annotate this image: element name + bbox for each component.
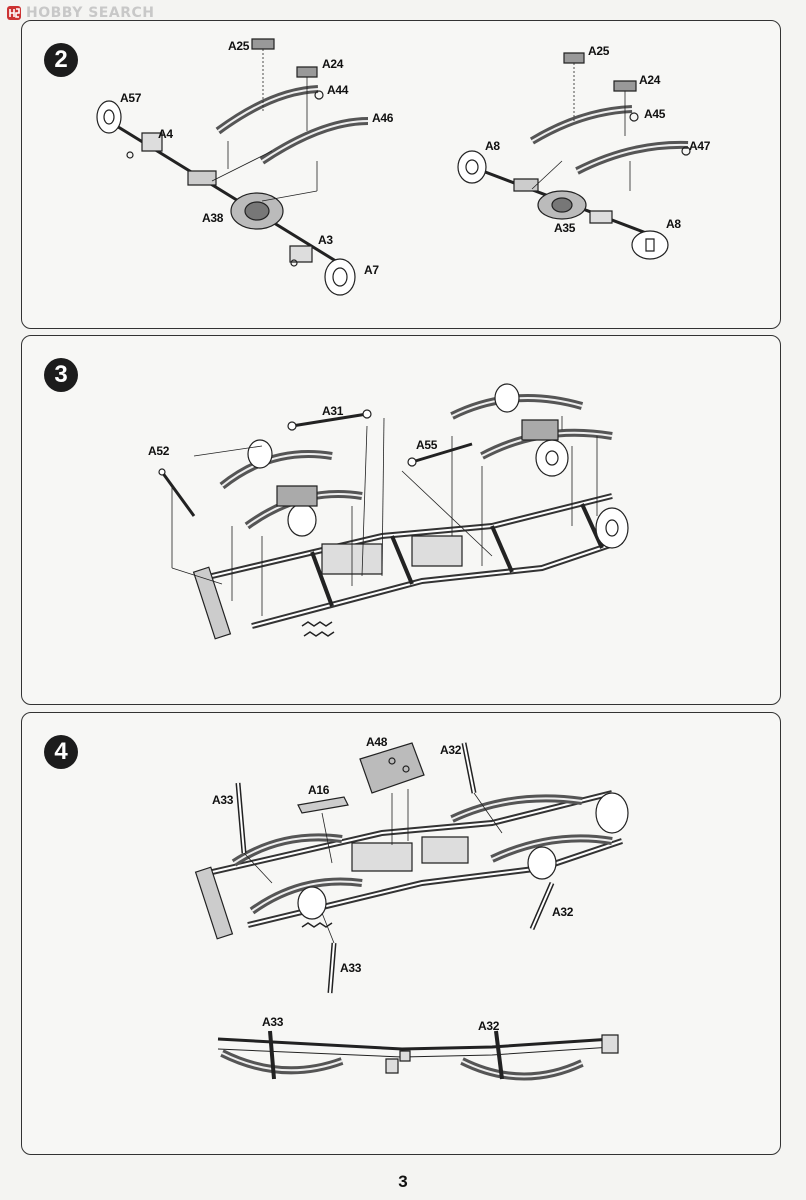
part-label: A48 [366, 735, 388, 749]
part-label: A35 [554, 221, 576, 235]
part-label: A4 [158, 127, 173, 141]
step-number: 3 [44, 358, 78, 392]
part-label: A55 [416, 438, 438, 452]
part-label: A45 [644, 107, 666, 121]
part-label: A33 [262, 1015, 284, 1029]
part-label: A52 [148, 444, 170, 458]
part-label: A7 [364, 263, 379, 277]
part-label: A16 [308, 783, 330, 797]
watermark-text: HOBBY SEARCH [26, 5, 155, 21]
part-label: A8 [485, 139, 500, 153]
part-label: A32 [552, 905, 574, 919]
part-label: A33 [340, 961, 362, 975]
part-label: A32 [440, 743, 462, 757]
part-label: A32 [478, 1019, 500, 1033]
part-label: A33 [212, 793, 234, 807]
part-label: A38 [202, 211, 224, 225]
step-number: 2 [44, 43, 78, 77]
step-2-panel: 2 [21, 20, 781, 329]
part-label: A8 [666, 217, 681, 231]
rear-axle-spring-diagram [22, 21, 782, 330]
part-label: A57 [120, 91, 142, 105]
part-label: A46 [372, 111, 394, 125]
hobby-search-watermark: HOBBY SEARCH [6, 4, 154, 22]
part-label: A25 [228, 39, 250, 53]
part-label: A3 [318, 233, 333, 247]
part-label: A24 [322, 57, 344, 71]
step-number: 4 [44, 735, 78, 769]
chassis-frame-spring-diagram [22, 336, 782, 706]
step-3-panel: 3 [21, 335, 781, 705]
step-4-panel: 4 [21, 712, 781, 1155]
part-label: A25 [588, 44, 610, 58]
part-label: A24 [639, 73, 661, 87]
watermark-logo-icon [7, 6, 21, 20]
part-label: A44 [327, 83, 349, 97]
part-label: A31 [322, 404, 344, 418]
part-label: A47 [689, 139, 711, 153]
page-number: 3 [398, 1172, 408, 1191]
shock-absorber-diagram [22, 713, 782, 1156]
